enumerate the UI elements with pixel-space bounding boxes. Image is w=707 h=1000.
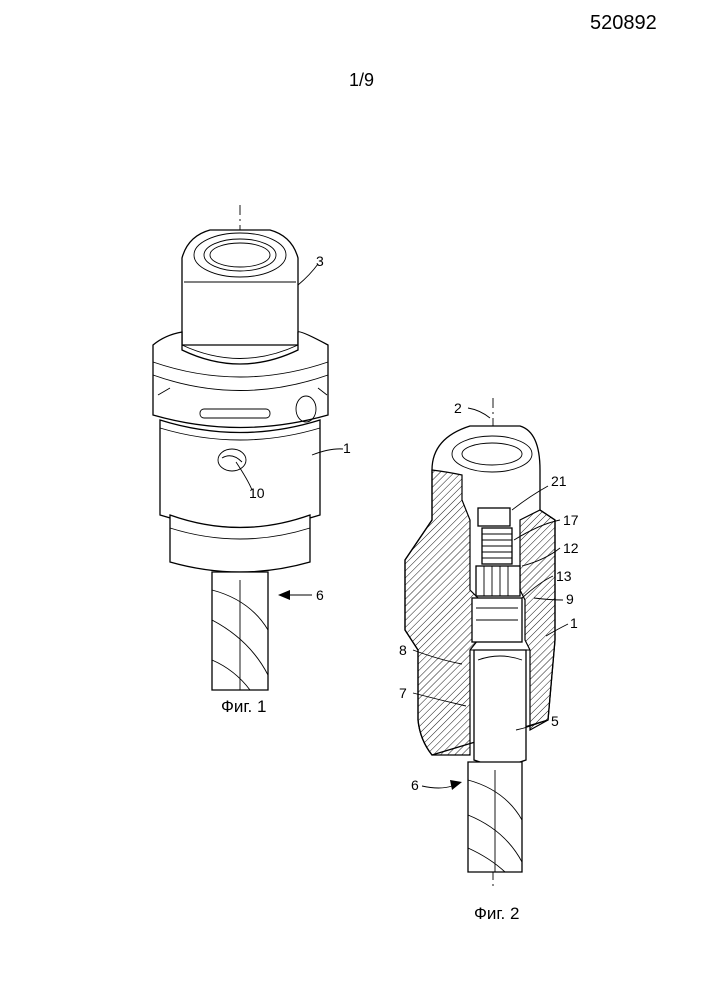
figure-2-drawing	[405, 398, 568, 890]
ref-label: 3	[316, 253, 324, 269]
ref-label: 21	[551, 473, 567, 489]
ref-label: 9	[566, 591, 574, 607]
ref-label: 2	[454, 400, 462, 416]
ref-label: 7	[399, 685, 407, 701]
figure-1-drawing	[153, 205, 343, 690]
ref-label: 17	[563, 512, 579, 528]
ref-label: 1	[570, 615, 578, 631]
figure-1-caption: Фиг. 1	[221, 697, 266, 717]
ref-label: 12	[563, 540, 579, 556]
ref-label: 6	[316, 587, 324, 603]
ref-label: 10	[249, 485, 265, 501]
figure-2-caption: Фиг. 2	[474, 904, 519, 924]
ref-label: 13	[556, 568, 572, 584]
ref-label: 1	[343, 440, 351, 456]
ref-label: 8	[399, 642, 407, 658]
ref-label: 5	[551, 713, 559, 729]
ref-label: 6	[411, 777, 419, 793]
